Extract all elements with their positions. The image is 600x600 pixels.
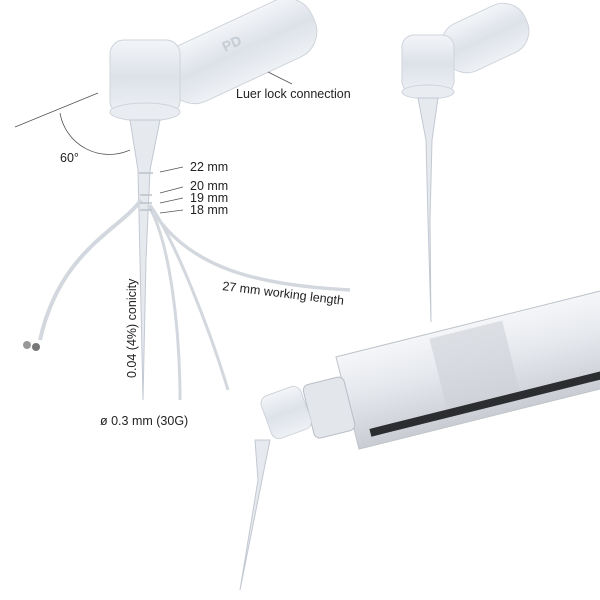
- needle-tip-diagram: PD Luer lock connection 60° 22 mm 20 mm …: [14, 0, 351, 428]
- needle-tip-side-view: [401, 2, 530, 323]
- bent-tip-2: [148, 204, 230, 391]
- bent-tip-3: [150, 209, 351, 292]
- luer-lock-label: Luer lock connection: [236, 87, 351, 101]
- mark-18-label: 18 mm: [190, 203, 228, 217]
- straight-tip: [129, 119, 161, 401]
- mark-19-label: 19 mm: [190, 191, 228, 205]
- syringe-with-tip: [239, 286, 600, 591]
- conicity-label: 0.04 (4%) conicity: [125, 278, 139, 378]
- mark-20-label: 20 mm: [190, 179, 228, 193]
- bent-tip-1: [146, 204, 182, 401]
- mark-22-label: 22 mm: [190, 160, 228, 174]
- curved-tip-left: [38, 198, 143, 341]
- logo-text: PD: [220, 32, 244, 55]
- diameter-label: ø 0.3 mm (30G): [100, 414, 188, 428]
- depth-marks: [139, 172, 153, 211]
- leader-lines: [14, 71, 293, 214]
- angle-label: 60°: [60, 151, 79, 165]
- luer-lock-hub: PD: [109, 0, 318, 122]
